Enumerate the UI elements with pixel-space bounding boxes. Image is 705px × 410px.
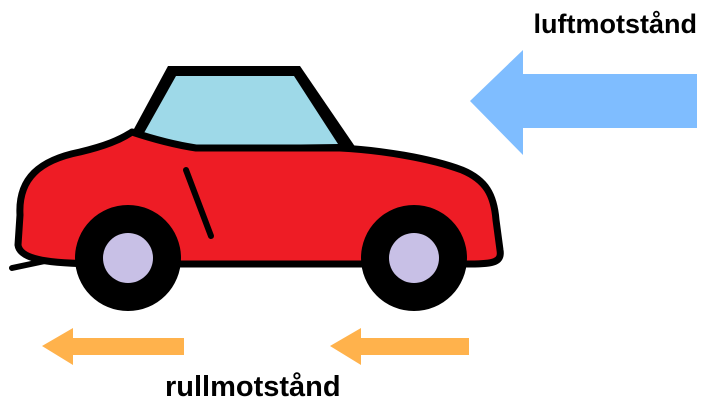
rolling-resistance-label: rullmotstånd <box>165 371 341 403</box>
rear-hub <box>103 233 153 283</box>
air-resistance-label: luftmotstånd <box>533 9 697 39</box>
air-resistance-arrow <box>470 50 697 155</box>
rolling-resistance-arrow-front <box>330 328 469 365</box>
car-icon <box>9 66 504 311</box>
rolling-resistance-arrow-rear <box>42 328 184 365</box>
rear-wheel <box>75 205 181 311</box>
car-window <box>144 76 338 146</box>
front-hub <box>389 233 439 283</box>
front-wheel <box>361 205 467 311</box>
car-door-line <box>183 167 214 239</box>
